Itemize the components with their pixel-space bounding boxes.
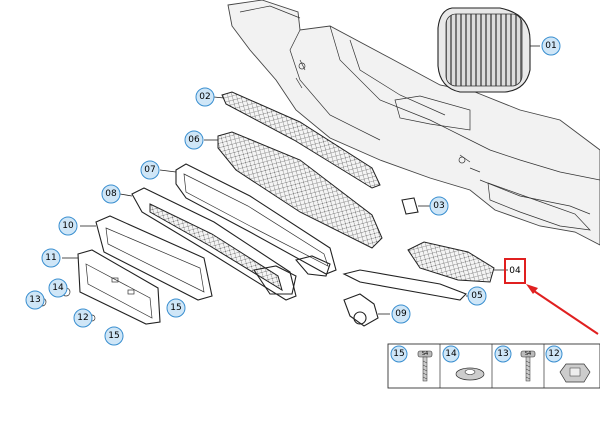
red-arrow xyxy=(526,284,599,335)
svg-text:08: 08 xyxy=(105,189,117,199)
callout-05: 05 xyxy=(467,286,487,306)
callout-15b: 15 xyxy=(166,298,186,318)
svg-text:01: 01 xyxy=(545,41,556,51)
svg-text:14: 14 xyxy=(445,349,457,359)
trim-strip xyxy=(342,269,467,301)
svg-text:S4: S4 xyxy=(525,351,531,357)
svg-text:12: 12 xyxy=(77,313,88,323)
grille-frame xyxy=(175,163,337,277)
callout-12: 12 xyxy=(73,308,93,328)
svg-text:15: 15 xyxy=(108,331,119,341)
lower-grille xyxy=(131,187,297,301)
svg-text:03: 03 xyxy=(433,201,444,211)
callout-15: 15 xyxy=(104,326,124,346)
svg-text:12: 12 xyxy=(548,349,559,359)
callout-07: 07 xyxy=(140,160,160,180)
callout-14: 14 xyxy=(48,278,68,298)
svg-text:13: 13 xyxy=(29,295,40,305)
svg-text:11: 11 xyxy=(45,253,56,263)
hardware-legend: 15 S4 14 13 S4 12 xyxy=(387,343,600,389)
callout-04-highlight: 04 xyxy=(504,258,526,284)
callout-03: 03 xyxy=(429,196,449,216)
legend-screw-15: 15 S4 xyxy=(390,345,433,382)
legend-nut-12: 12 xyxy=(545,345,591,383)
front-bumper xyxy=(227,0,600,246)
svg-text:04: 04 xyxy=(509,266,521,276)
legend-washer-14: 14 xyxy=(442,345,485,381)
callout-09: 09 xyxy=(391,304,411,324)
license-bracket xyxy=(95,215,213,301)
svg-text:06: 06 xyxy=(188,135,200,145)
tow-hook-cover xyxy=(401,197,419,215)
svg-text:10: 10 xyxy=(62,221,74,231)
kidney-grille xyxy=(437,7,531,93)
mesh-strip-upper xyxy=(221,91,381,189)
svg-text:13: 13 xyxy=(497,349,508,359)
svg-text:09: 09 xyxy=(395,309,407,319)
svg-text:07: 07 xyxy=(144,165,155,175)
callout-06: 06 xyxy=(184,130,204,150)
mesh-grille-center xyxy=(217,131,383,249)
svg-text:15: 15 xyxy=(393,349,404,359)
callout-13: 13 xyxy=(25,290,45,310)
side-grille-right xyxy=(407,241,495,283)
callout-11: 11 xyxy=(41,248,61,268)
callout-02: 02 xyxy=(195,87,215,107)
legend-screw-13: 13 S4 xyxy=(494,345,536,382)
parking-sensor xyxy=(343,293,379,327)
svg-text:05: 05 xyxy=(471,291,482,301)
svg-text:14: 14 xyxy=(52,283,64,293)
callout-08: 08 xyxy=(101,184,121,204)
callout-01: 01 xyxy=(541,36,561,56)
svg-text:S4: S4 xyxy=(422,351,428,357)
license-plate-base xyxy=(77,249,161,325)
svg-text:02: 02 xyxy=(199,92,210,102)
callout-10: 10 xyxy=(58,216,78,236)
svg-text:15: 15 xyxy=(170,303,181,313)
